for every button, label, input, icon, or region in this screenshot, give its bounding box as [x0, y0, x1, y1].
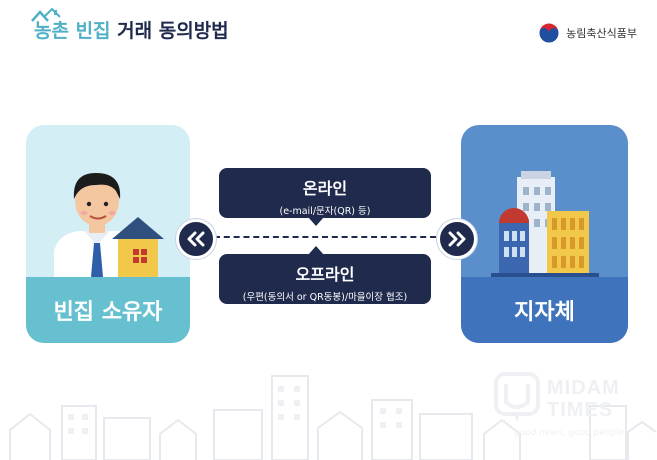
offline-subtitle: (우편(동의서 or QR동봉)/마을이장 협조)	[242, 292, 408, 303]
offline-title: 오프라인	[295, 265, 355, 284]
ministry-logo: 농림축산식품부	[538, 22, 637, 44]
double-chevron-left-icon	[176, 219, 216, 259]
connector-line	[214, 236, 436, 238]
page-title: 농촌 빈집 거래 동의방법	[34, 16, 229, 43]
government-card: 지자체	[461, 125, 628, 343]
government-label: 지자체	[461, 277, 628, 343]
owner-label: 빈집 소유자	[26, 277, 190, 343]
online-method-box: 온라인 (e-mail/문자(QR) 등)	[219, 168, 431, 218]
title-main: 거래 동의방법	[117, 20, 229, 42]
owner-card: 빈집 소유자	[26, 125, 190, 343]
ministry-name: 농림축산식품부	[566, 27, 637, 40]
online-pointer	[308, 217, 324, 226]
double-chevron-right-icon	[437, 219, 477, 259]
online-title: 온라인	[302, 179, 348, 198]
watermark-line2: TIMES	[547, 399, 614, 421]
title-accent: 농촌 빈집	[34, 20, 111, 42]
house-roof-icon	[31, 8, 61, 22]
city-buildings-illustration	[491, 171, 599, 277]
homeowner-illustration	[54, 173, 164, 277]
watermark-line1: MIDAM	[547, 377, 620, 399]
offline-method-box: 오프라인 (우편(동의서 or QR동봉)/마을이장 협조)	[219, 254, 431, 304]
watermark-tagline: good news, good people	[514, 428, 625, 438]
background-skyline	[9, 375, 657, 460]
online-subtitle: (e-mail/문자(QR) 등)	[279, 206, 371, 217]
offline-pointer	[308, 246, 324, 255]
watermark-logo-icon	[494, 372, 540, 422]
government-emblem-icon	[538, 22, 560, 44]
